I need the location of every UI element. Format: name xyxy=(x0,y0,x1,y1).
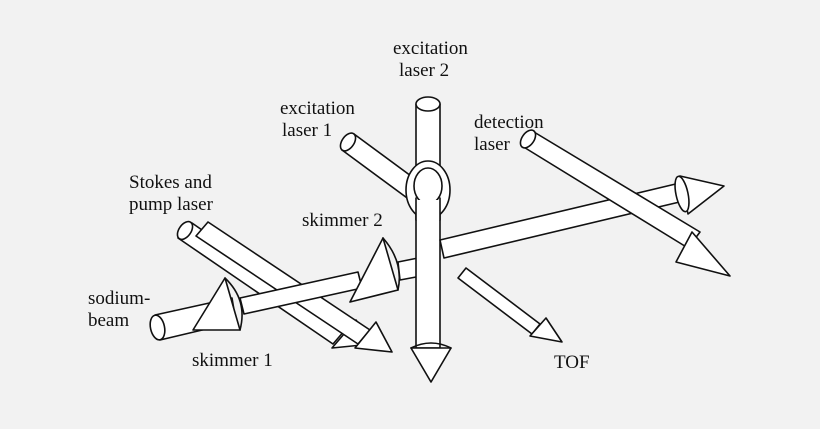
label-excitation-laser-2: excitation laser 2 xyxy=(393,38,468,82)
label-skimmer-2: skimmer 2 xyxy=(302,210,383,231)
label-stokes-pump-laser: Stokes and pump laser xyxy=(129,172,213,216)
excitation-laser-2-beam xyxy=(415,96,441,349)
label-tof: TOF xyxy=(554,352,590,373)
detection-laser-beam xyxy=(519,129,701,249)
label-sodium-beam-line2: beam xyxy=(88,310,130,331)
interaction-ring xyxy=(405,160,451,221)
stokes-pump-beam-back xyxy=(176,220,346,345)
label-excitation-laser-1: excitation laser 1 xyxy=(280,98,355,142)
label-skimmer-1: skimmer 1 xyxy=(192,350,273,371)
label-excitation-laser-1-line1: excitation xyxy=(280,98,355,119)
label-excitation-laser-2-line2: laser 2 xyxy=(399,60,450,81)
skimmer-1 xyxy=(192,277,243,331)
detection-laser-arrow xyxy=(675,231,731,277)
label-excitation-laser-1-line2: laser 1 xyxy=(282,120,333,141)
label-sodium-beam-line1: sodium- xyxy=(88,288,151,309)
main-beam-arrow xyxy=(674,175,725,215)
label-detection-laser-line2: laser xyxy=(474,134,510,155)
label-detection-laser-line1: detection xyxy=(474,112,544,133)
label-stokes-pump-laser-line1: Stokes and xyxy=(129,172,212,193)
label-sodium-beam: sodium- beam xyxy=(88,288,150,332)
stokes-pump-arrow-front xyxy=(354,321,393,353)
skimmer-2 xyxy=(349,237,401,303)
excitation-laser-2-arrow xyxy=(410,342,452,383)
label-stokes-pump-laser-line2: pump laser xyxy=(129,194,213,215)
label-excitation-laser-2-line1: excitation xyxy=(393,38,468,59)
tof-beam xyxy=(457,267,541,335)
tof-arrow xyxy=(529,317,563,343)
label-detection-laser: detection laser xyxy=(474,112,544,156)
